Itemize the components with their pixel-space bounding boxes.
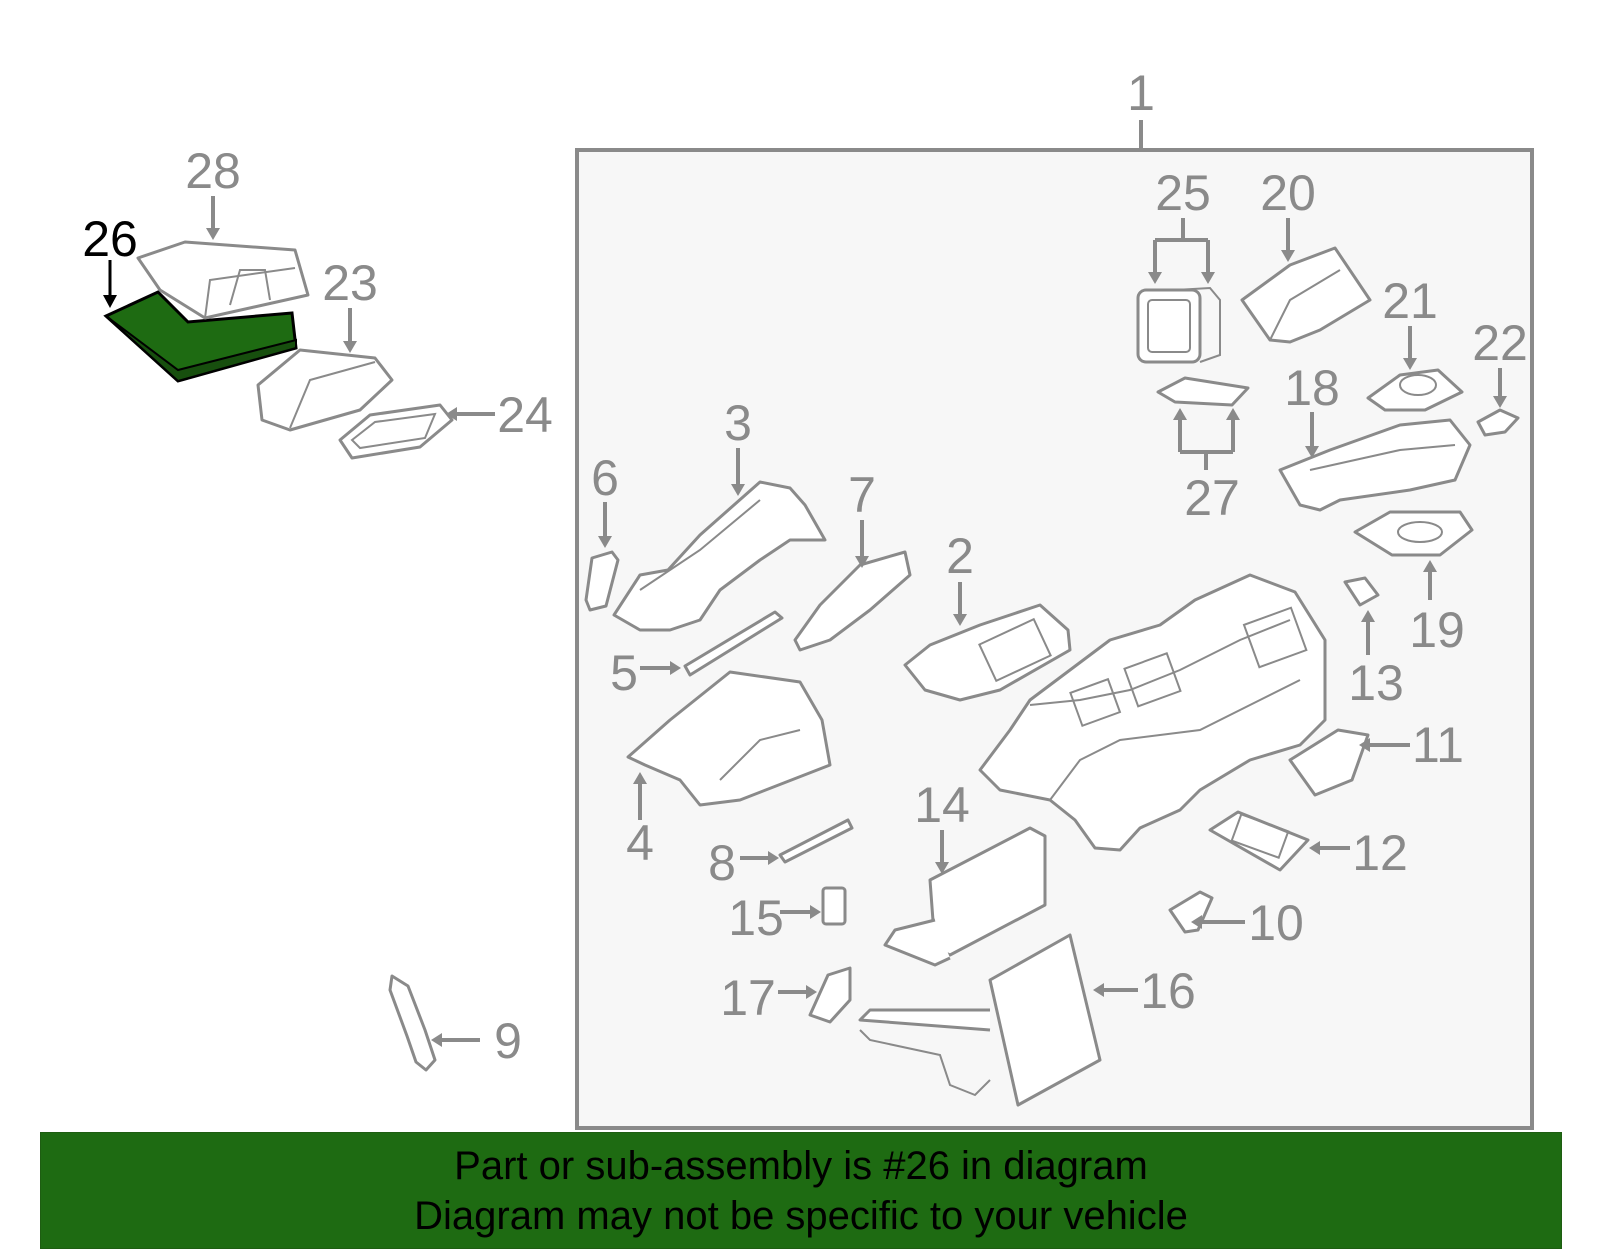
part-25	[1136, 286, 1221, 364]
part-16	[858, 933, 1102, 1107]
callout-4: 4	[626, 815, 654, 871]
callout-5: 5	[610, 645, 638, 701]
part-13	[1343, 576, 1380, 607]
callout-7: 7	[848, 467, 876, 523]
part-26-highlighted[interactable]	[103, 290, 298, 383]
part-8	[778, 818, 854, 864]
callout-27: 27	[1184, 470, 1240, 526]
callout-12: 12	[1352, 825, 1408, 881]
part-7	[793, 550, 912, 652]
callout-14: 14	[914, 777, 970, 833]
callout-8: 8	[708, 835, 736, 891]
callout-15: 15	[728, 890, 784, 946]
callout-23: 23	[322, 255, 378, 311]
part-18	[1278, 418, 1472, 512]
callout-2: 2	[946, 528, 974, 584]
info-banner: Part or sub-assembly is #26 in diagram D…	[40, 1132, 1562, 1249]
callout-17: 17	[720, 970, 776, 1026]
part-6	[584, 550, 620, 612]
callout-18: 18	[1284, 360, 1340, 416]
part-5	[683, 610, 784, 677]
callout-22: 22	[1472, 315, 1528, 371]
parts-diagram: 1 26 28 23 24 9 6	[82, 65, 1534, 1130]
callout-10: 10	[1248, 895, 1304, 951]
part-23	[256, 348, 394, 432]
part-9	[388, 974, 437, 1072]
callout-1: 1	[1127, 65, 1155, 121]
callout-6: 6	[591, 450, 619, 506]
part-2	[903, 603, 1072, 702]
part-14	[883, 826, 1047, 967]
callout-19: 19	[1409, 602, 1465, 658]
part-4	[626, 670, 832, 807]
callout-28: 28	[185, 143, 241, 199]
part-11	[1288, 728, 1370, 797]
callout-26: 26	[82, 211, 138, 267]
callout-16: 16	[1140, 963, 1196, 1019]
part-17	[808, 966, 852, 1024]
part-15	[821, 886, 847, 926]
part-19	[1353, 510, 1474, 557]
part-12	[1208, 810, 1310, 872]
callout-3: 3	[724, 395, 752, 451]
part-20	[1240, 246, 1372, 344]
callout-13: 13	[1348, 655, 1404, 711]
hvac-case	[978, 573, 1327, 852]
banner-line-2: Diagram may not be specific to your vehi…	[414, 1193, 1188, 1238]
callout-25: 25	[1155, 165, 1211, 221]
banner-line-1: Part or sub-assembly is #26 in diagram	[454, 1143, 1148, 1188]
callout-24: 24	[497, 387, 553, 443]
callout-21: 21	[1382, 273, 1438, 329]
part-24	[338, 403, 454, 460]
callout-20: 20	[1260, 165, 1316, 221]
callout-11: 11	[1412, 717, 1464, 773]
part-28	[136, 240, 310, 320]
part-27	[1156, 376, 1250, 407]
part-3	[612, 480, 827, 632]
part-22	[1476, 408, 1520, 437]
callout-9: 9	[494, 1013, 522, 1069]
part-21	[1366, 368, 1464, 412]
